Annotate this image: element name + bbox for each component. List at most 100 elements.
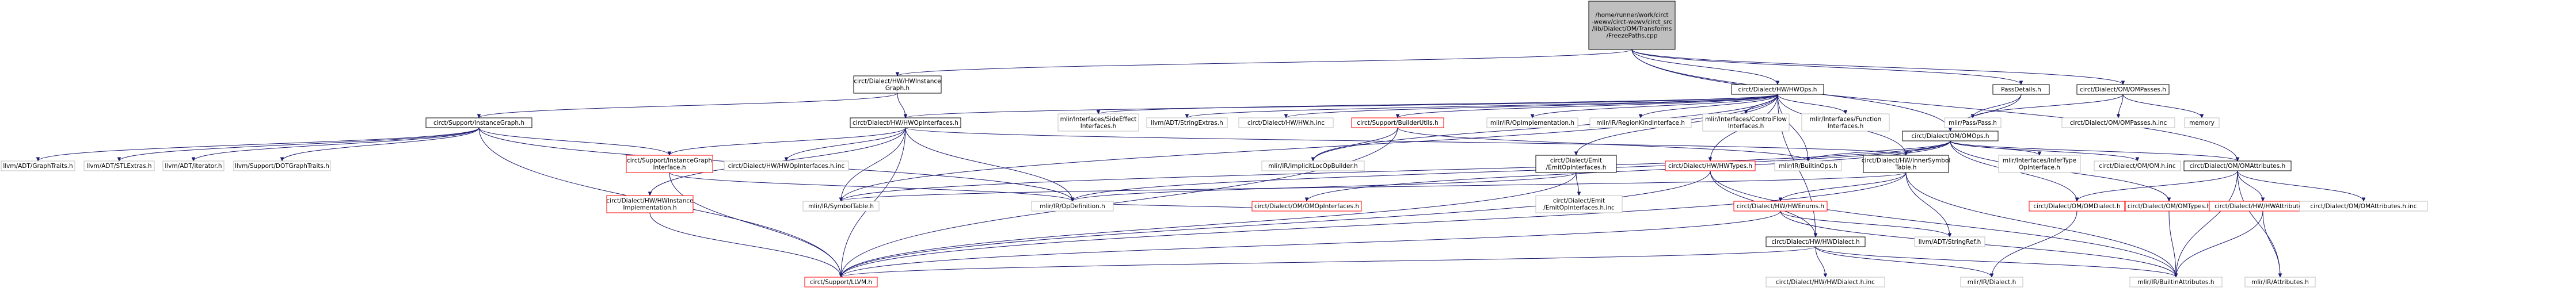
edge-hwops-to-hwinc: [1286, 94, 1778, 118]
node-label-opimpl-line-0: mlir/IR/OpImplementation.h: [1490, 120, 1574, 127]
node-hwattributes[interactable]: circt/Dialect/HW/HWAttributes.h: [2209, 201, 2317, 212]
node-hwopinterfaces[interactable]: circt/Dialect/HW/HWOpInterfaces.h: [850, 117, 961, 128]
node-box-iterator: [162, 160, 225, 171]
node-box-hwinnersymbol: [1863, 155, 1949, 173]
node-omopinterfaces[interactable]: circt/Dialect/OM/OMOpInterfaces.h: [1251, 201, 1362, 212]
edge-omattributes-to-omdialect: [2077, 170, 2238, 201]
edge-ompasses-to-ompasseshinc: [2118, 94, 2124, 118]
node-label-dotgraph-line-0: llvm/Support/DOTGraphTraits.h: [235, 163, 329, 170]
node-box-builtinops: [1774, 160, 1842, 171]
node-label-stringextras-line-0: llvm/ADT/StringExtras.h: [1151, 120, 1223, 127]
edge-hwtypes-to-builtinattributes: [1710, 170, 2176, 277]
node-label-ompasseshinc-line-0: circt/Dialect/OM/OMPasses.h.inc: [2070, 120, 2167, 127]
node-label-controlflow-line-1: Interfaces.h: [1728, 123, 1764, 130]
edge-hwtypes-to-supportllvm: [841, 170, 1711, 277]
node-label-hwopinterfaces-line-0: circt/Dialect/HW/HWOpInterfaces.h: [853, 120, 958, 127]
edge-omattributes-to-irattributes: [2237, 170, 2280, 277]
node-hwinstimpl[interactable]: circt/Dialect/HW/HWInstanceImplementatio…: [606, 195, 694, 213]
node-box-sideeffect: [1057, 113, 1139, 132]
node-emitopinterfaces[interactable]: circt/Dialect/Emit/EmitOpInterfaces.h: [1535, 155, 1617, 173]
node-implicitloc: mlir/IR/ImplicitLocOpBuilder.h: [1261, 160, 1365, 171]
node-box-opdefinition: [1031, 201, 1114, 212]
node-label-supportig-line-0: circt/Support/InstanceGraph.h: [433, 120, 524, 127]
node-label-opdefinition-line-0: mlir/IR/OpDefinition.h: [1040, 203, 1105, 210]
edge-omops-to-omopinterfaces: [1307, 140, 1951, 201]
edge-omops-to-omhinc: [1950, 140, 2137, 161]
node-hwdialect[interactable]: circt/Dialect/HW/HWDialect.h: [1765, 236, 1866, 247]
edge-supportig-to-supportiginterface: [478, 127, 669, 155]
node-label-omtypes-line-0: circt/Dialect/OM/OMTypes.h: [2128, 203, 2210, 210]
edge-hwdialect-to-supportllvm: [841, 246, 1816, 277]
node-omattributes[interactable]: circt/Dialect/OM/OMAttributes.h: [2183, 160, 2292, 171]
node-label-hwenums-line-0: circt/Dialect/HW/HWEnums.h: [1737, 203, 1824, 210]
node-builtinattributes: mlir/IR/BuiltinAttributes.h: [2129, 277, 2223, 288]
node-emitinc: circt/Dialect/Emit/EmitOpInterfaces.h.in…: [1535, 195, 1623, 213]
node-passdetails[interactable]: PassDetails.h: [1992, 84, 2050, 95]
node-label-hwinstimpl-line-1: Implementation.h: [623, 205, 676, 212]
node-box-hwinst: [853, 75, 942, 94]
node-supportig[interactable]: circt/Support/InstanceGraph.h: [425, 117, 532, 128]
node-label-inferopinterface-line-0: mlir/Interfaces/InferType: [2003, 158, 2076, 164]
node-box-omhinc: [2094, 160, 2181, 171]
node-box-hwtypes: [1665, 160, 1756, 171]
edge-emitopinterfaces-to-supportllvm: [841, 172, 1577, 277]
node-box-functioninterfaces: [1801, 113, 1890, 132]
edge-root-to-passdetails: [1631, 49, 2021, 85]
edge-hwinnersymbol-to-supportllvm: [841, 172, 1907, 277]
node-label-hwinst-line-0: circt/Dialect/HW/HWInstance: [854, 78, 941, 85]
node-label-emitopinterfaces-line-1: /EmitOpInterfaces.h: [1546, 164, 1607, 171]
edge-hwdialect-to-hwdialecthinc: [1815, 246, 1825, 277]
node-root[interactable]: /home/runner/work/circt-wewv/circt-wewv/…: [1588, 1, 1676, 50]
node-omtypes[interactable]: circt/Dialect/OM/OMTypes.h: [2125, 201, 2213, 212]
node-label-hwinst-line-1: Graph.h: [885, 85, 910, 92]
edge-supportiginterface-to-supportllvm: [669, 172, 841, 277]
node-box-implicitloc: [1261, 160, 1365, 171]
node-label-hwinc-line-0: circt/Dialect/HW/HW.h.inc: [1247, 120, 1325, 127]
edge-hwdialect-to-builtinattributes: [1815, 246, 2176, 277]
edge-builderutils-to-implicitloc: [1313, 127, 1398, 161]
node-label-emitinc-line-1: /EmitOpInterfaces.h.inc: [1543, 205, 1615, 212]
node-omhinc: circt/Dialect/OM/OM.h.inc: [2094, 160, 2181, 171]
node-irdialect: mlir/IR/Dialect.h: [1960, 277, 2023, 288]
edge-hwops-to-symboltable: [841, 94, 1778, 201]
node-box-passpass: [1944, 117, 2002, 128]
edge-supportig-to-graphtraits: [38, 127, 480, 161]
node-symboltable: mlir/IR/SymbolTable.h: [802, 201, 880, 212]
node-label-implicitloc-line-0: mlir/IR/ImplicitLocOpBuilder.h: [1268, 163, 1357, 170]
node-builderutils[interactable]: circt/Support/BuilderUtils.h: [1351, 117, 1444, 128]
node-box-omopinterfaces: [1251, 201, 1362, 212]
edge-hwenums-to-supportllvm: [841, 210, 1781, 277]
node-box-hwinstimpl: [606, 195, 694, 213]
edge-ompasses-to-passpass: [1973, 94, 2124, 118]
node-hwenums[interactable]: circt/Dialect/HW/HWEnums.h: [1733, 201, 1828, 212]
edge-hwinnersymbol-to-builtinattributes: [1905, 172, 2176, 277]
node-label-supportllvm-line-0: circt/Support/LLVM.h: [810, 279, 872, 286]
node-omdialect[interactable]: circt/Dialect/OM/OMDialect.h: [2029, 201, 2125, 212]
node-label-root-line-2: /lib/Dialect/OM/Transforms: [1592, 26, 1672, 33]
node-label-emitinc-line-0: circt/Dialect/Emit: [1553, 198, 1605, 205]
edge-supportig-to-iterator: [193, 127, 480, 161]
node-label-root-line-1: -wewv/circt-wewv/circt_src: [1592, 19, 1672, 26]
node-box-ompasseshinc: [2061, 117, 2175, 128]
node-ompasses[interactable]: circt/Dialect/OM/OMPasses.h: [2076, 84, 2170, 95]
node-builtinops: mlir/IR/BuiltinOps.h: [1774, 160, 1842, 171]
node-omattributeshinc: circt/Dialect/OM/OMAttributes.h.inc: [2299, 201, 2428, 212]
node-hwinc: circt/Dialect/HW/HW.h.inc: [1238, 117, 1334, 128]
node-supportllvm[interactable]: circt/Support/LLVM.h: [804, 277, 878, 288]
node-omops[interactable]: circt/Dialect/OM/OMOps.h: [1902, 131, 1999, 141]
node-label-hwinstimpl-line-0: circt/Dialect/HW/HWInstance: [606, 198, 693, 205]
edge-supportig-to-dotgraph: [282, 127, 480, 161]
node-label-memory-line-0: memory: [2189, 120, 2214, 127]
node-box-supportllvm: [804, 277, 878, 288]
edge-hwopinterfaces-to-symboltable: [841, 127, 906, 201]
node-hwtypes[interactable]: circt/Dialect/HW/HWTypes.h: [1665, 160, 1756, 171]
node-box-hwopinterfacesinc: [724, 160, 849, 171]
node-box-builderutils: [1351, 117, 1444, 128]
node-hwops[interactable]: circt/Dialect/HW/HWOps.h: [1731, 84, 1824, 95]
node-box-dotgraph: [233, 160, 331, 171]
node-label-builtinattributes-line-0: mlir/IR/BuiltinAttributes.h: [2137, 279, 2214, 286]
